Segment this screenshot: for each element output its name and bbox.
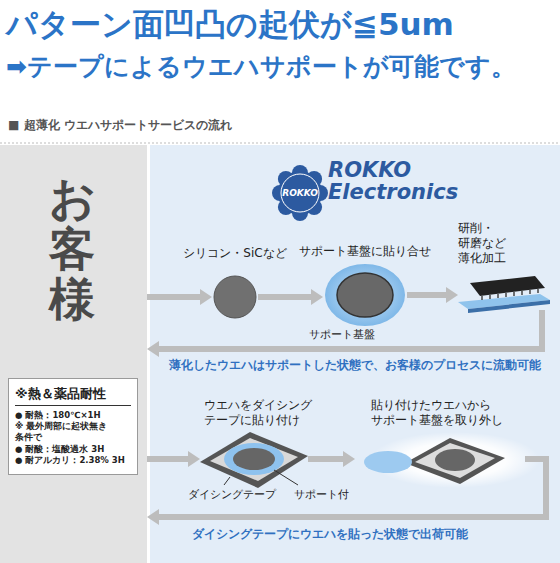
node-heading: シリコン・SiCなど [183, 246, 286, 261]
edge-label: ダイシングテープにウエハを貼った状態で出荷可能 [192, 527, 468, 542]
arrow-head [200, 289, 212, 305]
logo-badge [272, 165, 328, 221]
thinned-wafer [458, 276, 550, 313]
node-heading: ウエハをダイシング テープに貼り付け [204, 398, 312, 428]
wafer [233, 448, 275, 470]
ring-frame [200, 432, 308, 488]
support-edge [468, 300, 550, 313]
node-heading: ※熱＆薬品耐性 [15, 385, 131, 406]
flow-arrow [147, 289, 212, 305]
node-label: ダイシングテープ [188, 488, 276, 502]
logo-core [278, 171, 322, 215]
removal-step: 貼り付けたウエハから サポート基盤を取り外し [355, 432, 525, 486]
flow-arrow [147, 310, 542, 357]
title: パターン面凹凸の起伏が≦5um [6, 4, 454, 46]
edge-label: 薄化したウエハはサポートした状態で、お客様のプロセスに流動可能 [169, 358, 541, 373]
dicing-step: ウエハをダイシング テープに貼り付けダイシングテープサポート付 [200, 432, 308, 486]
arrow-line [157, 459, 546, 517]
divider [0, 143, 560, 144]
section-heading: ■ 超薄化 ウエハサポートサービスの流れ [8, 117, 232, 134]
wafer [214, 276, 256, 318]
chip-pins [482, 289, 538, 300]
node-heading: サポート基盤に貼り合せ [299, 244, 431, 259]
leader-line [274, 470, 298, 485]
ring-frame [405, 438, 505, 484]
arrow-head [311, 289, 323, 305]
bonded-wafer [337, 273, 393, 317]
support-substrate [325, 264, 405, 326]
leader-line [224, 477, 230, 485]
company-panel [150, 145, 560, 563]
node-heading: 研削・研磨など 薄化加工 [458, 221, 506, 266]
flow-arrow [308, 451, 355, 467]
arrow-head [446, 287, 458, 303]
flow-arrow [407, 287, 458, 303]
flow-arrow [147, 459, 546, 525]
node-label: ● 耐熱：180℃×1H [15, 410, 131, 421]
arrow-head [188, 451, 200, 467]
arrow-head [343, 451, 355, 467]
node-heading: ROKKO Electronics [328, 159, 458, 203]
node-label: ● 耐アルカリ：2.38% 3H [15, 455, 131, 466]
dicing-tape [415, 443, 495, 478]
dicing-frame [200, 432, 308, 488]
chip [470, 276, 545, 296]
arrow-head [147, 341, 159, 357]
arrow-line [147, 294, 202, 300]
node-label: サポート基盤 [309, 328, 375, 342]
logo-text: ROKKO [282, 188, 318, 198]
flow-arrow [258, 289, 323, 305]
flow-arrow [147, 451, 200, 467]
subtitle: ➡テープによるウエハサポートが可能です。 [6, 50, 516, 83]
arrow-line [258, 294, 313, 300]
node-label: サポート付 [294, 488, 349, 502]
thinning-step: 研削・研磨など 薄化加工 [458, 270, 550, 310]
node-label: ● 耐酸：塩酸過水 3H [15, 444, 131, 455]
node-heading: 貼り付けたウエハから サポート基盤を取り外し [371, 398, 503, 428]
arrow-line [407, 292, 448, 298]
node-heading: お客様 [49, 173, 95, 325]
removed-support [364, 432, 540, 488]
wafer [435, 449, 475, 471]
arrow-line [157, 310, 542, 349]
node-label: ※ 最外周部に起状無き 条件で [15, 421, 123, 444]
support-substrate [364, 451, 412, 473]
wafer-step: シリコン・SiCなど [212, 275, 258, 319]
dicing-tape [210, 438, 298, 481]
customer-panel [0, 145, 147, 563]
arrow-head [147, 509, 159, 525]
arrow-line [147, 456, 190, 462]
company-band: ROKKO Electronicsシリコン・SiCなどサポート基盤に貼り合せサポ… [150, 145, 560, 563]
customer-band: お客様※熱＆薬品耐性● 耐熱：180℃×1H※ 最外周部に起状無き 条件で● 耐… [0, 145, 147, 563]
arrow-line [308, 456, 345, 462]
bonding-step: サポート基盤に貼り合せサポート基盤 [323, 262, 407, 328]
resistance-box: ※熱＆薬品耐性 ● 耐熱：180℃×1H※ 最外周部に起状無き 条件で● 耐酸：塩… [8, 378, 138, 475]
logo-ring [281, 174, 319, 212]
